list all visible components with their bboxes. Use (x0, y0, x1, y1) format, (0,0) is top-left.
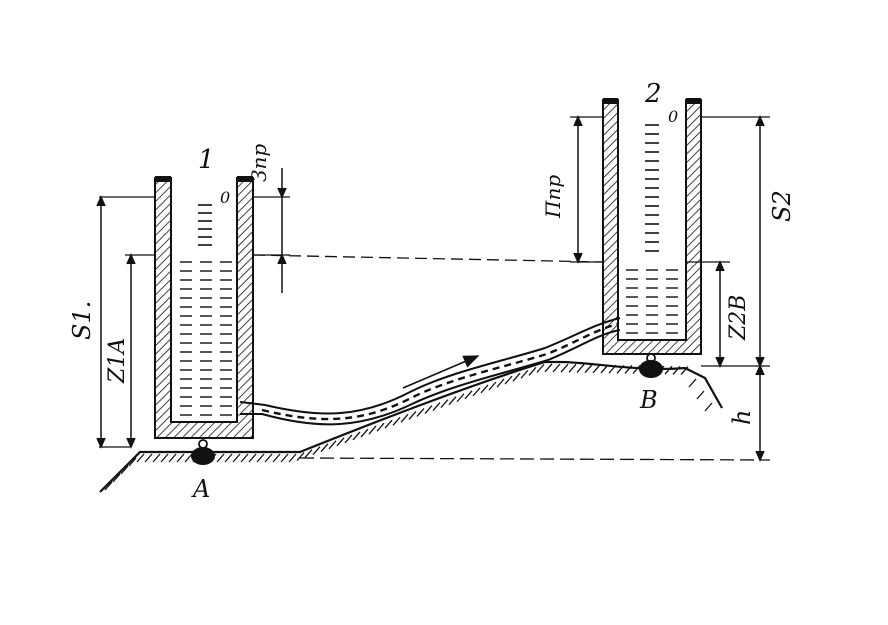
p-pr-label: Ппр (541, 175, 565, 219)
s1-label: S1. (68, 301, 96, 340)
vessel-1 (154, 176, 254, 465)
point-b-label: B (639, 386, 658, 414)
dimension-lines (96, 115, 765, 462)
zero-mark-2: 0 (668, 107, 678, 126)
z1a-label: Z1A (105, 338, 130, 384)
z2b-label: Z2B (726, 295, 751, 341)
h-label: h (728, 410, 756, 425)
vessel-1-number: 1 (198, 145, 215, 175)
point-a-label: A (191, 475, 210, 503)
connecting-hose (239, 317, 621, 426)
vessel-2-number: 2 (644, 79, 662, 109)
z-pr-label: Зпр (247, 144, 271, 182)
flow-direction-arrow (402, 355, 480, 389)
zero-mark-1: 0 (220, 188, 230, 207)
vessel-2 (602, 98, 702, 378)
level-lines (99, 116, 771, 461)
s2-label: S2 (768, 190, 796, 222)
